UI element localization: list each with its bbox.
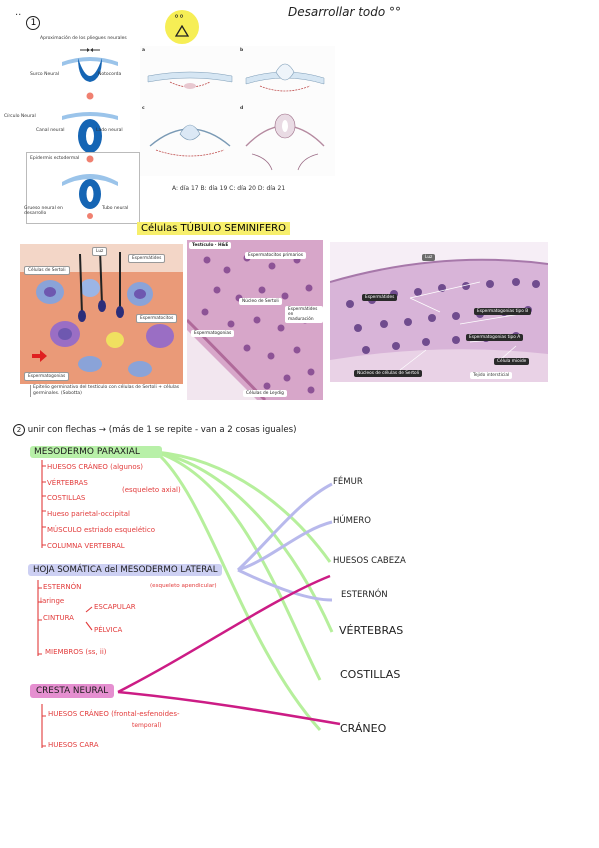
- circled-number-1: 1: [26, 16, 41, 30]
- caption-circulo: Círculo Neural: [4, 114, 36, 119]
- group-label-mesodermo-paraxial: MESODERMO PARAXIAL: [30, 446, 162, 458]
- item-columna: COLUMNA VERTEBRAL: [47, 541, 125, 550]
- item-musculo: MÚSCULO estriado esquelético: [47, 525, 155, 534]
- diagram-label-sertoli: Células de Sertoli: [24, 266, 70, 275]
- number-dots: ··: [15, 10, 22, 21]
- micro2-label-d: Núcleos de células de Sertoli: [354, 370, 423, 377]
- micro2-label-luz: Luz: [422, 254, 436, 261]
- seminifero-title: Células TÚBULO SEMINIFERO: [137, 222, 290, 235]
- group-2-note: (esqueleto apendicular): [150, 583, 217, 589]
- group-2-escapular: ESCAPULAR: [94, 603, 136, 611]
- section-2-instruction: unir con flechas → (más de 1 se repite -…: [27, 425, 297, 435]
- micrograph-2: Luz Espermátides Espermatogonias tipo B …: [330, 242, 548, 382]
- target-craneo: CRÁNEO: [340, 722, 387, 735]
- group-2-miembros: MIEMBROS (ss, ii): [45, 648, 107, 656]
- stage-3-frame: [26, 152, 140, 224]
- title-faces: °°: [389, 5, 402, 19]
- section-2-heading: 2 unir con flechas → (más de 1 se repite…: [13, 424, 297, 436]
- title-text: Desarrollar todo: [288, 5, 390, 19]
- stage-3-drawing: [62, 174, 118, 219]
- yellow-face-badge: °°: [165, 10, 199, 44]
- panel-c-label: c: [142, 106, 145, 111]
- panel-d-label: d: [240, 106, 244, 111]
- group-3-huesos-cara: HUESOS CARA: [48, 741, 99, 749]
- stage-1-drawing: [62, 48, 118, 100]
- schematic-title: Aproximación de los pliegues neurales: [40, 36, 127, 41]
- group-2-cintura: CINTURA: [43, 614, 74, 622]
- title-desarrollar: Desarrollar todo °°: [288, 5, 401, 19]
- group-label-cresta-neural: CRESTA NEURAL: [30, 684, 115, 698]
- stage-panels: a b c d: [140, 46, 335, 176]
- group-2-laringe: laringe: [40, 597, 65, 605]
- panel-drawings: [147, 63, 325, 171]
- diagram-label-espermatides: Espermátides: [128, 254, 166, 263]
- micrograph-1: Testículo · H&E Espermatocitos primarios…: [187, 240, 323, 400]
- seminifero-title-text: Células TÚBULO SEMINIFERO: [141, 223, 286, 234]
- micro2-label-b: Espermatogonias tipo B: [474, 308, 532, 315]
- micro2-label-a: Espermátides: [362, 294, 398, 301]
- caption-gruesa: Grueso neural en desarrollo: [24, 206, 63, 216]
- group-1-items: HUESOS CRÁNEO (algunos) VÉRTEBRAS COSTIL…: [47, 460, 155, 554]
- triangle-icon: [175, 25, 189, 37]
- item-huesos-craneo: HUESOS CRÁNEO (algunos): [47, 463, 144, 471]
- micro1-label-e: Células de Leydig: [243, 390, 287, 397]
- item-costillas: COSTILLAS: [47, 494, 86, 503]
- group-3-huesos-craneo: HUESOS CRÁNEO (frontal-esfenoides-: [48, 710, 180, 718]
- target-esternon: ESTERNÓN: [341, 590, 388, 600]
- diagram-label-espermatocitos: Espermatocitos: [136, 314, 178, 323]
- diagram-caption: Epitelio germinativo del testículo con c…: [30, 385, 183, 397]
- group-1-note: (esqueleto axial): [122, 486, 181, 494]
- panel-b-label: b: [240, 48, 244, 53]
- sertoli-diagram: Luz Espermátides Células de Sertoli Espe…: [20, 244, 183, 400]
- item-hueso-parietal: Hueso parietal-occipital: [47, 510, 130, 519]
- micro1-label-d: Espermatogonias: [191, 330, 235, 337]
- micro1-label-b: Núcleo de Sertoli: [239, 298, 282, 305]
- group-2-esternon: ESTERNÓN: [43, 583, 82, 591]
- micro2-label-f: Tejido intersticial: [470, 372, 513, 379]
- group-2-pelvica: PÉLVICA: [94, 626, 123, 634]
- face-marks: °°: [174, 14, 184, 25]
- micro2-label-c: Espermatogonias tipo A: [466, 334, 524, 341]
- circled-number-2: 2: [13, 424, 25, 436]
- caption-tubo: Tubo neural: [102, 206, 129, 211]
- target-humero: HÚMERO: [333, 516, 371, 526]
- target-huesos-cabeza: HUESOS CABEZA: [333, 556, 406, 566]
- group-3-cont: temporal): [132, 722, 162, 729]
- item-vertebras: VÉRTEBRAS: [47, 478, 88, 487]
- micro1-label-c: Espermátides en maduración: [285, 306, 323, 323]
- panel-caption: A: día 17 B: día 19 C: día 20 D: día 21: [172, 185, 286, 192]
- target-femur: FÉMUR: [333, 477, 363, 487]
- target-vertebras: VÉRTEBRAS: [339, 624, 404, 637]
- neural-tube-schematic: Aproximación de los pliegues neurales Su…: [4, 32, 140, 224]
- diagram-label-espermatogonias: Espermatogonias: [24, 372, 70, 381]
- caption-canal: Canal neural: [36, 128, 65, 133]
- target-costillas: COSTILLAS: [340, 668, 401, 681]
- caption-epidermis: Epidermis ectodermal: [30, 156, 80, 161]
- micro1-title: Testículo · H&E: [189, 242, 232, 249]
- micro2-label-e: Célula mioide: [494, 358, 530, 365]
- diagram-label-luz: Luz: [92, 247, 108, 256]
- caption-notocorda: Notocorda: [98, 72, 122, 77]
- group-label-hoja-somatica: HOJA SOMÁTICA del MESODERMO LATERAL: [28, 564, 223, 576]
- stage-2-drawing: [62, 112, 118, 163]
- panel-a-label: a: [142, 48, 146, 53]
- caption-surco: Surco Neural: [30, 72, 59, 77]
- micro1-label-a: Espermatocitos primarios: [245, 252, 306, 259]
- caption-lado: Lado neural: [96, 128, 123, 133]
- section-1-number: ·· 1: [15, 10, 41, 30]
